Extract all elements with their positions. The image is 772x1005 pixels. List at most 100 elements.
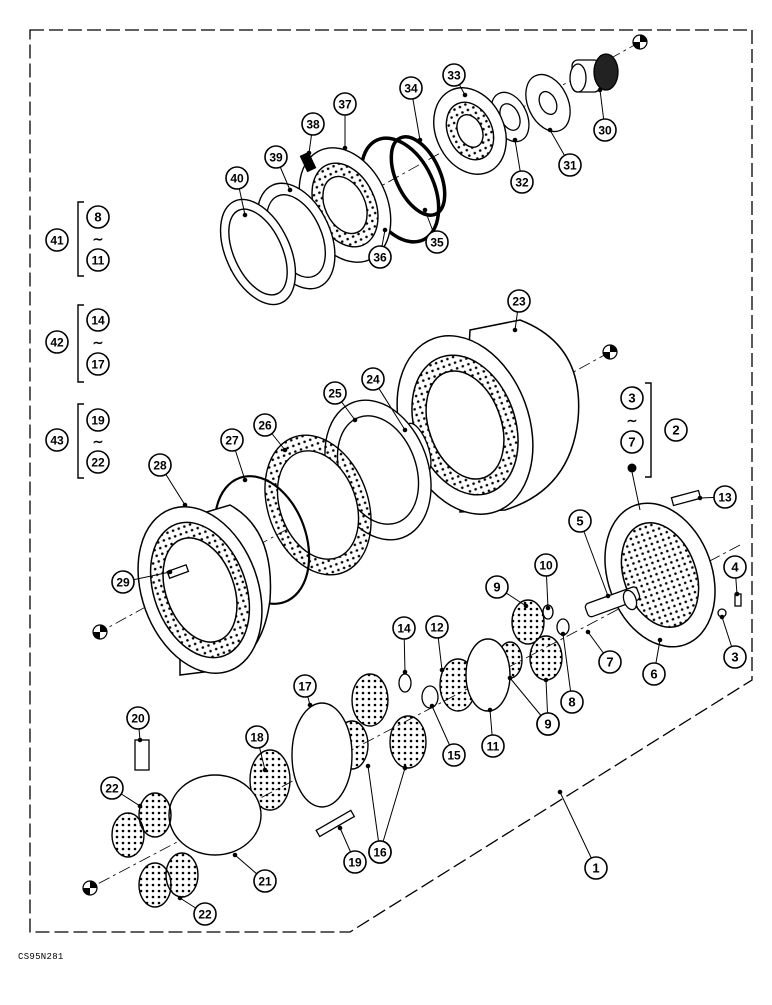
- callout-25: 25: [323, 381, 347, 405]
- group-42-range-separator: ∼: [93, 335, 104, 350]
- leader-end-39: [287, 187, 293, 193]
- leader-end-14: [402, 669, 408, 675]
- group-41-to: 11: [86, 248, 110, 272]
- group-2-from: 3: [620, 386, 644, 410]
- leader-end-10: [545, 605, 551, 611]
- callout-14: 14: [392, 616, 416, 640]
- group-callout-43-label: 43: [50, 434, 64, 448]
- leader-end-16: [365, 763, 371, 769]
- callout-39-label: 39: [269, 151, 283, 165]
- callout-17-label: 17: [298, 680, 312, 694]
- callout-31-label: 31: [563, 159, 577, 173]
- leader-end-22: [177, 895, 183, 901]
- leader-end-18: [262, 767, 268, 773]
- leader-end-22: [137, 803, 143, 809]
- callout-20-label: 20: [131, 712, 145, 726]
- callout-14-label: 14: [397, 622, 411, 636]
- leader-end-5: [605, 593, 611, 599]
- callout-22: 22: [193, 902, 217, 926]
- callout-10-label: 10: [539, 559, 553, 573]
- group-callout-41-label: 41: [50, 234, 64, 248]
- leader-end-9: [543, 677, 549, 683]
- callout-11-label: 11: [487, 740, 500, 754]
- callout-34: 34: [399, 76, 423, 100]
- callout-22: 22: [100, 776, 124, 800]
- leader-end-21: [232, 852, 238, 858]
- group-callout-42-label: 42: [50, 336, 64, 350]
- leader-end-9: [523, 603, 529, 609]
- group-43-from-label: 19: [91, 414, 105, 428]
- part-19-21-pins: [134, 739, 356, 838]
- callout-11: 11: [481, 734, 505, 758]
- washers: [398, 604, 570, 709]
- callout-5-label: 5: [576, 514, 583, 529]
- callout-7-label: 7: [606, 655, 613, 670]
- group-41-from: 8: [86, 205, 110, 229]
- part-26-ring-gear: [264, 434, 372, 576]
- callout-3-label: 3: [731, 650, 738, 665]
- callout-39: 39: [264, 145, 288, 169]
- callout-38: 38: [301, 112, 325, 136]
- leader-end-24: [402, 427, 408, 433]
- group-2-range-separator: ∼: [627, 413, 638, 428]
- axis-marker-left: [92, 624, 108, 640]
- axis-marker-mid: [602, 344, 618, 360]
- callout-26: 26: [253, 413, 277, 437]
- group-callout-42: 42: [45, 330, 69, 354]
- group-41-from-label: 8: [94, 210, 101, 225]
- callout-24: 24: [361, 367, 385, 391]
- leader-end-28: [182, 502, 188, 508]
- callout-19-label: 19: [348, 856, 362, 870]
- group-43-to: 22: [86, 450, 110, 474]
- part-13-bolt: [670, 489, 702, 507]
- group-callout-2-label: 2: [672, 423, 679, 438]
- callout-16: 16: [368, 840, 392, 864]
- leader-end-8: [560, 631, 566, 637]
- leader-end-34: [417, 137, 423, 143]
- axis-marker-bottom: [82, 880, 98, 896]
- leader-end-31: [547, 127, 553, 133]
- callout-24-label: 24: [366, 373, 380, 387]
- callout-21: 21: [253, 869, 277, 893]
- leader-end-38: [306, 150, 312, 156]
- part-38-pin: [299, 151, 317, 173]
- leader-end-23: [512, 327, 518, 333]
- callout-38-label: 38: [306, 118, 320, 132]
- callout-27-label: 27: [225, 434, 239, 448]
- callout-13: 13: [713, 485, 737, 509]
- callout-35: 35: [425, 230, 449, 254]
- callout-5: 5: [568, 509, 592, 533]
- leader-end-17: [307, 702, 313, 708]
- callout-6: 6: [642, 662, 666, 686]
- group-2-leader: [631, 471, 641, 511]
- callout-6-label: 6: [650, 667, 657, 682]
- callout-26-label: 26: [258, 419, 272, 433]
- callout-9-label: 9: [544, 717, 551, 732]
- callout-9: 9: [536, 712, 560, 736]
- group-41-range-separator: ∼: [93, 232, 104, 247]
- part-30-pinion-shaft: [569, 53, 619, 93]
- leader-end-20: [137, 737, 143, 743]
- callout-32-label: 32: [515, 176, 529, 190]
- callout-18: 18: [245, 725, 269, 749]
- callout-21-label: 21: [258, 875, 272, 889]
- callout-19: 19: [343, 850, 367, 874]
- group-2-marker-dot: [627, 463, 637, 473]
- leader-16: [379, 767, 406, 853]
- group-2-to: 7: [620, 430, 644, 454]
- leader-end-13: [697, 495, 703, 501]
- group-callout-43: 43: [45, 428, 69, 452]
- callout-35-label: 35: [430, 236, 444, 250]
- callout-15: 15: [442, 743, 466, 767]
- callout-40: 40: [225, 166, 249, 190]
- callout-8: 8: [560, 690, 584, 714]
- callout-15-label: 15: [447, 749, 461, 763]
- callout-4: 4: [723, 555, 747, 579]
- callout-7: 7: [598, 650, 622, 674]
- callout-37-label: 37: [338, 98, 352, 112]
- callout-layer: 1345678999101112131415161617181920212222…: [45, 63, 747, 926]
- leader-end-25: [352, 417, 358, 423]
- leader-end-11: [487, 707, 493, 713]
